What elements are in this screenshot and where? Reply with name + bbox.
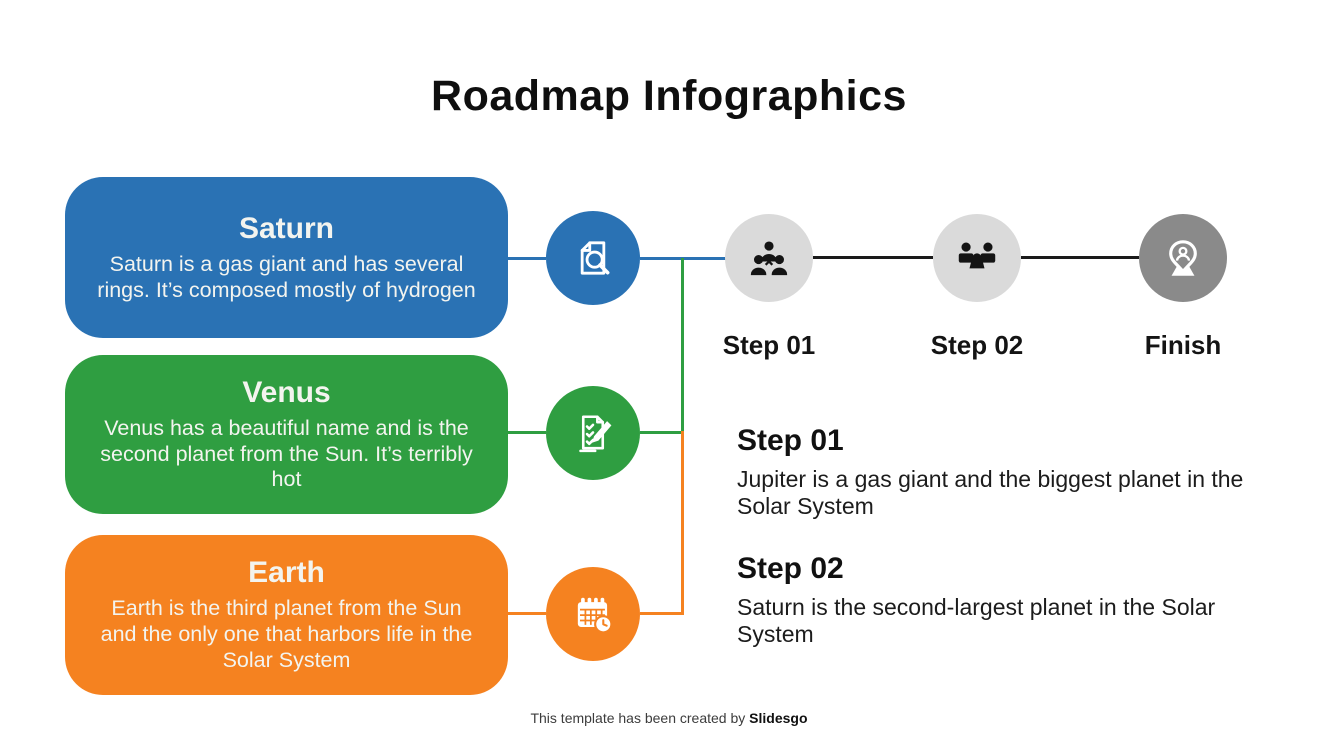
card-saturn-title: Saturn (238, 211, 334, 245)
connector-orange-elbow (640, 612, 684, 615)
step2-block: Step 02 Saturn is the second-largest pla… (737, 552, 1257, 648)
connector-step1-step2 (813, 256, 933, 259)
step2-text: Saturn is the second-largest planet in t… (737, 594, 1216, 648)
page-title: Roadmap Infographics (431, 72, 907, 120)
earth-icon-circle (546, 567, 640, 661)
calendar-clock-icon (567, 588, 619, 640)
step2-heading: Step 02 (737, 552, 844, 585)
card-venus-description: Venus has a beautiful name and is the se… (100, 415, 473, 492)
connector-vertical-orange (681, 431, 684, 615)
step1-text: Jupiter is a gas giant and the biggest p… (737, 466, 1244, 520)
timeline-step2-label: Step 02 (930, 330, 1024, 360)
footer-credit: This template has been created by Slides… (0, 710, 1338, 726)
venus-icon-circle (546, 386, 640, 480)
connector-vertical-green (681, 258, 684, 433)
footer-brand: Slidesgo (749, 710, 808, 726)
footer-credit-text: This template has been created by (530, 710, 750, 726)
card-earth-title: Earth (248, 556, 325, 590)
connector-green-elbow (640, 431, 684, 434)
document-search-icon (567, 232, 619, 284)
connector-venus-to-icon (508, 431, 546, 434)
team-hierarchy-icon (744, 233, 794, 283)
card-earth-description: Earth is the third planet from the Sun a… (100, 596, 473, 672)
timeline-step1-label: Step 01 (722, 330, 816, 360)
connector-step2-finish (1021, 256, 1139, 259)
card-saturn-description: Saturn is a gas giant and has several ri… (97, 251, 476, 302)
card-saturn: Saturn Saturn is a gas giant and has sev… (65, 177, 508, 338)
timeline-step2-circle (933, 214, 1021, 302)
step1-heading: Step 01 (737, 424, 844, 457)
card-venus-title: Venus (242, 375, 331, 409)
connector-saturn-to-icon (508, 257, 546, 260)
card-earth: Earth Earth is the third planet from the… (65, 535, 508, 695)
checklist-pencil-icon (567, 407, 619, 459)
location-person-icon (1158, 233, 1208, 283)
timeline-step1-circle (725, 214, 813, 302)
step1-block: Step 01 Jupiter is a gas giant and the b… (737, 424, 1257, 520)
saturn-icon-circle (546, 211, 640, 305)
timeline-finish-label: Finish (1144, 330, 1222, 360)
timeline-finish-circle (1139, 214, 1227, 302)
connector-earth-to-icon (508, 612, 546, 615)
card-venus: Venus Venus has a beautiful name and is … (65, 355, 508, 514)
connector-icon-to-step1 (640, 257, 728, 260)
meeting-icon (952, 233, 1002, 283)
